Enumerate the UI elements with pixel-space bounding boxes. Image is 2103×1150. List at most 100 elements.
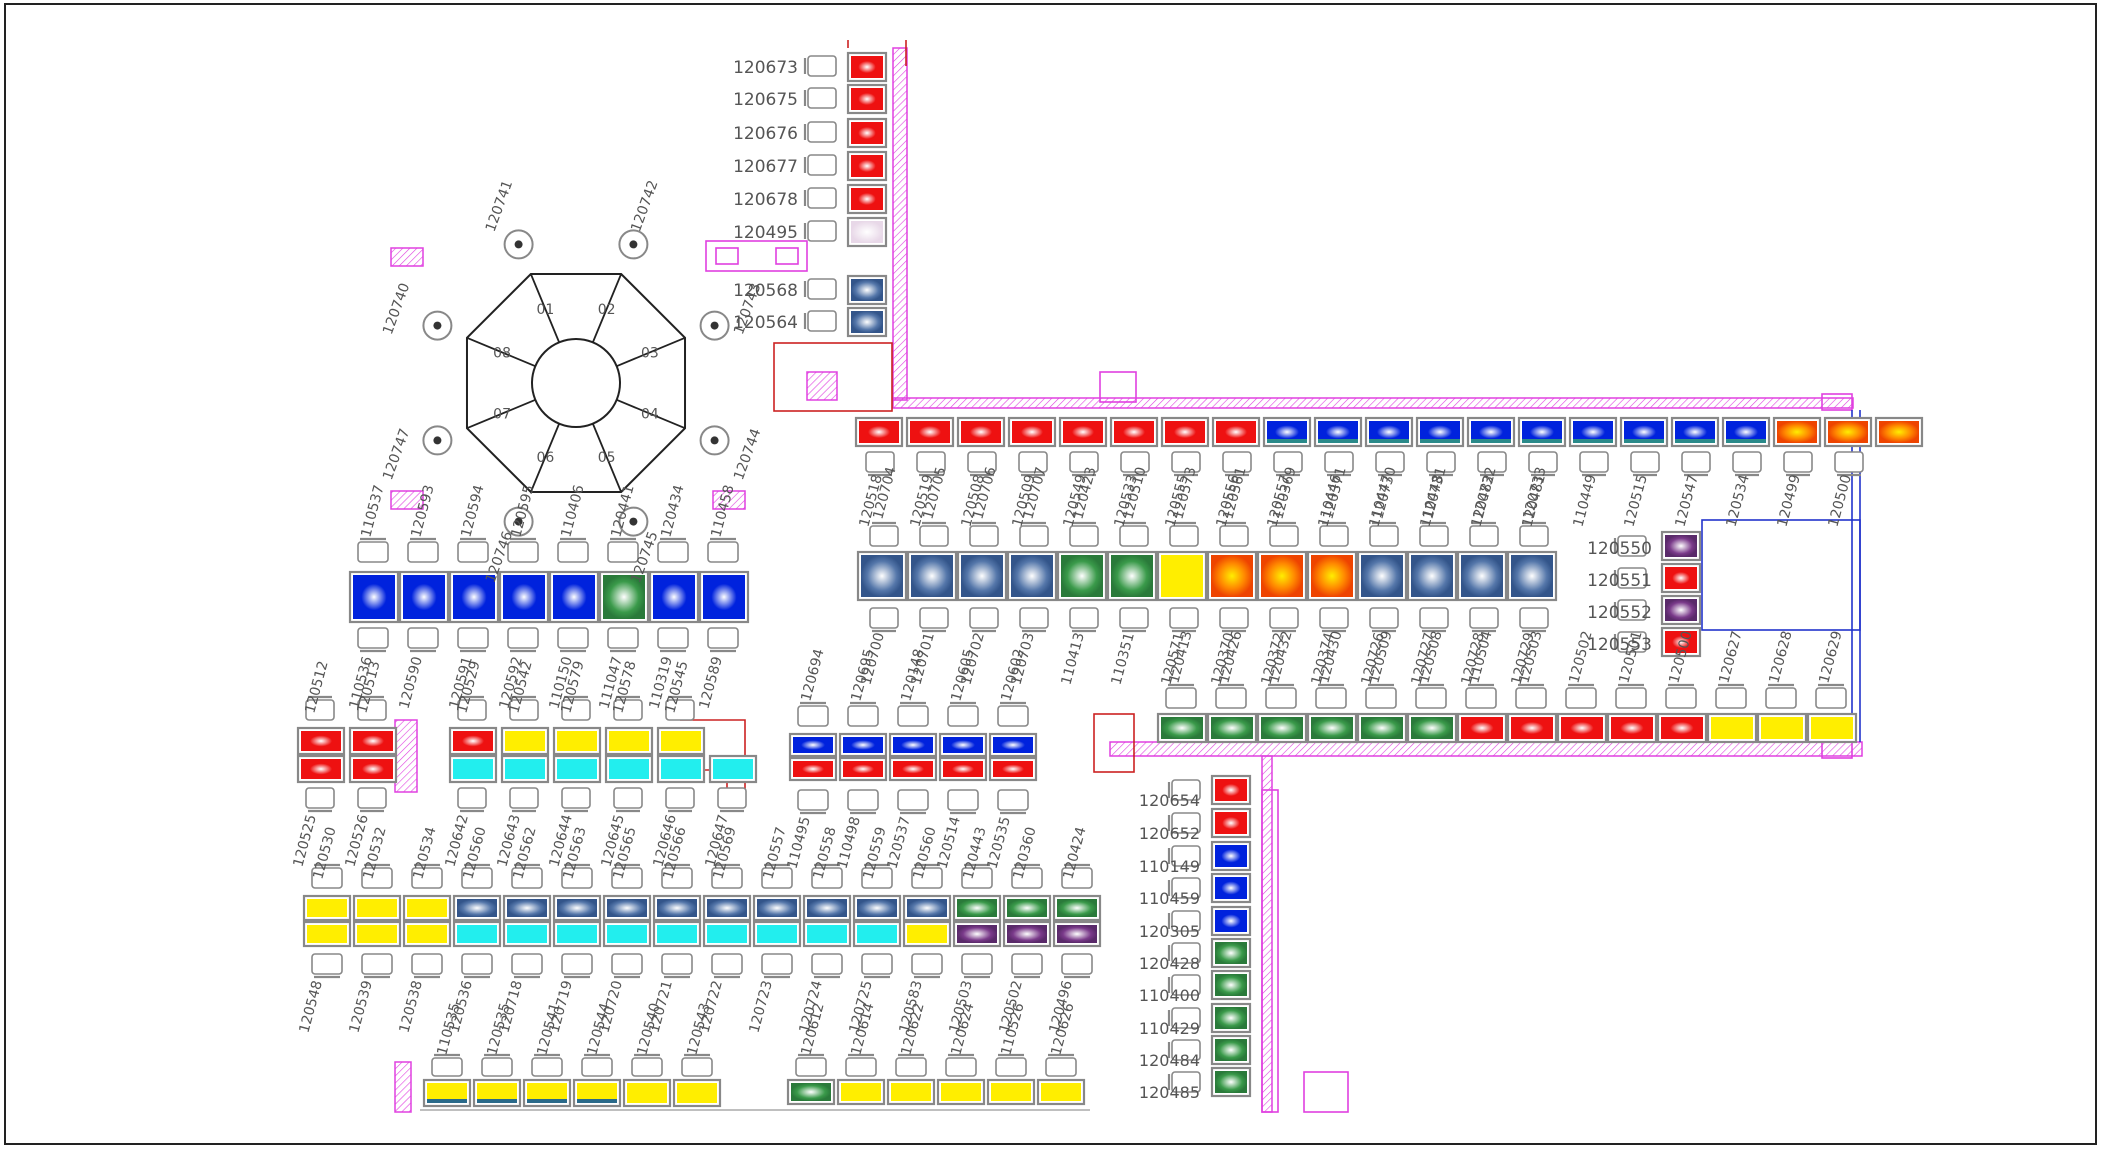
- desk-fill: [301, 731, 341, 751]
- desk-fill: [1461, 717, 1503, 739]
- chair: [1765, 683, 1797, 709]
- chair: [1834, 451, 1864, 477]
- chair: [947, 789, 979, 815]
- chair: [967, 451, 997, 477]
- seat-label: 120551: [1587, 571, 1652, 591]
- chair: [357, 695, 387, 721]
- chair: [1069, 607, 1099, 633]
- chair: [411, 953, 443, 979]
- chair: [507, 537, 539, 563]
- chair: [1019, 607, 1049, 633]
- desk-fill: [1318, 421, 1358, 443]
- chair: [481, 1053, 513, 1077]
- chair: [1613, 599, 1647, 621]
- seat-label: 110149: [1139, 857, 1200, 876]
- seat-label: 120502: [1566, 629, 1595, 685]
- chair: [1732, 451, 1762, 477]
- desk-fill: [609, 731, 649, 751]
- chair: [1011, 863, 1043, 889]
- chair: [607, 627, 639, 653]
- desk-fill: [453, 759, 493, 779]
- desk-fill: [1828, 421, 1868, 443]
- desk-fill: [857, 925, 897, 943]
- desk-fill: [993, 737, 1033, 753]
- seat-label: 120747: [380, 426, 413, 482]
- desk-fill: [957, 899, 997, 917]
- seat-label: 120564: [733, 313, 798, 333]
- desk-fill: [607, 925, 647, 943]
- chair: [681, 1053, 713, 1077]
- chair: [305, 695, 335, 721]
- chair: [969, 521, 999, 547]
- chair: [707, 537, 739, 563]
- chair: [797, 701, 829, 727]
- chair: [357, 537, 389, 563]
- desk-fill: [1215, 812, 1247, 834]
- desk-fill: [1057, 899, 1097, 917]
- chair: [947, 701, 979, 727]
- desk-fill: [1215, 974, 1247, 996]
- desk-fill: [961, 555, 1003, 597]
- chair: [1045, 1053, 1077, 1077]
- chair: [861, 863, 893, 889]
- desk-fill: [1215, 910, 1247, 932]
- chair: [1061, 863, 1093, 889]
- seat-label: 110495: [785, 815, 814, 871]
- desk-fill: [861, 555, 903, 597]
- seat-label: 02: [598, 302, 616, 318]
- chair: [1515, 683, 1547, 709]
- desk-fill: [1511, 717, 1553, 739]
- chair: [945, 1053, 977, 1077]
- chair: [1169, 607, 1199, 633]
- desk-fill: [1165, 421, 1205, 443]
- desk-fill: [1665, 535, 1697, 557]
- desk-fill: [1411, 555, 1453, 597]
- desk-fill: [627, 1083, 667, 1103]
- desk-edge: [1675, 439, 1715, 443]
- desk-fill: [1879, 421, 1919, 443]
- desk-fill: [957, 925, 997, 943]
- seat-label: 120673: [733, 58, 798, 78]
- chair: [311, 953, 343, 979]
- chair: [1169, 521, 1199, 547]
- desk-fill: [403, 575, 445, 619]
- desk-fill: [1011, 555, 1053, 597]
- desk-fill: [1777, 421, 1817, 443]
- seat-label: 120305: [1139, 922, 1200, 941]
- seat-label: 120629: [1816, 629, 1845, 685]
- desk-fill: [851, 188, 883, 210]
- desk-fill: [1471, 421, 1511, 443]
- wall-horizontal-upper: [892, 397, 1854, 409]
- seat-label: 120594: [458, 483, 487, 539]
- chair: [665, 695, 695, 721]
- seat-label: 120495: [733, 223, 798, 243]
- column-mid2: [712, 490, 746, 510]
- chair: [561, 695, 591, 721]
- desk-fill: [477, 1083, 517, 1103]
- desk-fill: [961, 421, 1001, 443]
- seat-label: 01: [536, 302, 554, 318]
- chair: [1019, 521, 1049, 547]
- chair: [969, 607, 999, 633]
- desk-fill: [457, 899, 497, 917]
- desk-edge: [1726, 439, 1766, 443]
- desk-fill: [907, 899, 947, 917]
- seat-label: 120537: [885, 815, 914, 871]
- seat-label: 110400: [1139, 986, 1200, 1005]
- desk-fill: [1041, 1083, 1081, 1101]
- desk-fill: [657, 925, 697, 943]
- chair: [1011, 953, 1043, 979]
- seat-label: 120675: [733, 90, 798, 110]
- desk-fill: [851, 311, 883, 333]
- desk-fill: [1665, 631, 1697, 653]
- chair: [1167, 877, 1201, 899]
- chair: [1061, 953, 1093, 979]
- chair: [457, 537, 489, 563]
- chair: [847, 789, 879, 815]
- desk-fill: [1012, 421, 1052, 443]
- chair: [1469, 607, 1499, 633]
- chair: [803, 154, 837, 176]
- desk-edge: [1369, 439, 1409, 443]
- chair: [1315, 683, 1347, 709]
- desk-edge: [1573, 439, 1613, 443]
